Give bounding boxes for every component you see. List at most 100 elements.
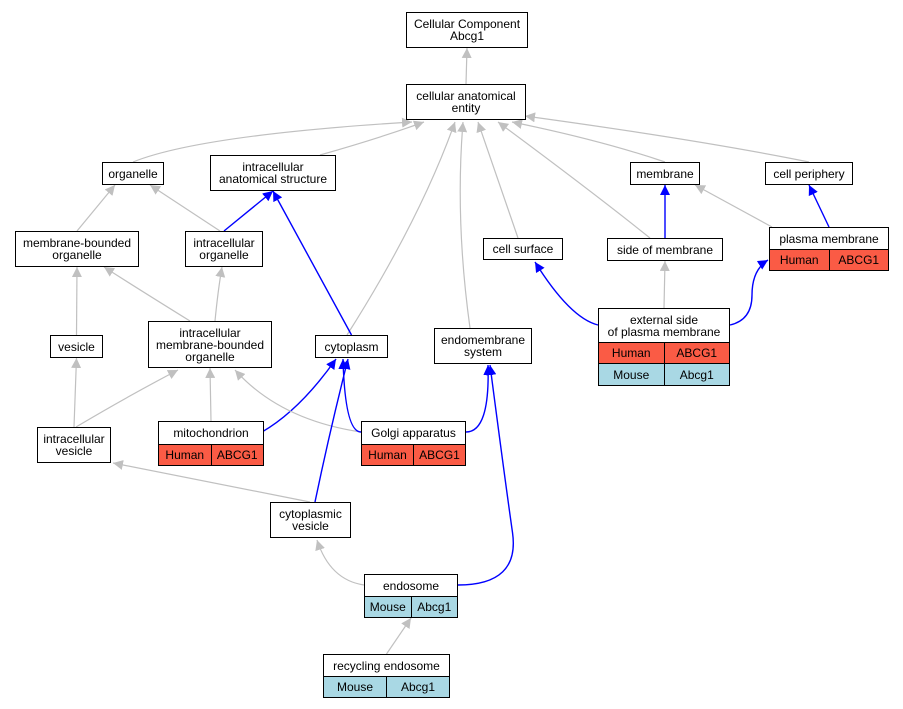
node-label: intracellular membrane-bounded organelle bbox=[148, 321, 272, 368]
node-label: intracellular vesicle bbox=[37, 427, 111, 463]
edge-organelle-to-cae bbox=[132, 117, 413, 163]
gene-cell: ABCG1 bbox=[828, 250, 889, 270]
edge-io-to-ias bbox=[223, 190, 274, 232]
edge-cellsurf-to-cae bbox=[476, 121, 519, 239]
edge-ias-to-cae bbox=[319, 120, 425, 156]
node-label: vesicle bbox=[50, 335, 103, 358]
node-cytoves[interactable]: cytoplasmic vesicle bbox=[270, 502, 351, 538]
node-ias[interactable]: intracellular anatomical structure bbox=[210, 155, 336, 191]
gene-cell: Abcg1 bbox=[386, 677, 449, 697]
species-cell: Mouse bbox=[336, 680, 374, 694]
node-label: external side of plasma membrane bbox=[598, 308, 730, 342]
node-organelle[interactable]: organelle bbox=[102, 162, 164, 185]
node-cellper[interactable]: cell periphery bbox=[765, 162, 853, 185]
species-cell: Mouse bbox=[613, 367, 650, 382]
edge-recyc-to-endosome bbox=[386, 617, 412, 655]
edge-cyto-to-cae bbox=[346, 121, 457, 336]
edge-cytoves-to-iv bbox=[112, 460, 311, 503]
node-mbo[interactable]: membrane-bounded organelle bbox=[15, 231, 139, 267]
species-cell: Mouse bbox=[369, 600, 406, 614]
node-root[interactable]: Cellular Component Abcg1 bbox=[406, 12, 528, 48]
node-label: side of membrane bbox=[607, 238, 723, 261]
edge-golgi-to-cyto bbox=[338, 358, 362, 433]
edge-imbo-to-io bbox=[214, 266, 226, 322]
annotation-row-human: Human ABCG1 bbox=[361, 444, 466, 466]
edge-esopm-to-som bbox=[659, 260, 670, 309]
node-cae[interactable]: cellular anatomical entity bbox=[406, 84, 526, 120]
node-label: Golgi apparatus bbox=[361, 421, 466, 444]
edge-imbo-to-mbo bbox=[103, 266, 191, 322]
edge-pm-to-membrane bbox=[694, 184, 773, 228]
node-label: Cellular Component Abcg1 bbox=[406, 12, 528, 48]
node-label: cytoplasmic vesicle bbox=[270, 502, 351, 538]
node-cellsurf[interactable]: cell surface bbox=[483, 238, 563, 260]
edge-som-to-cae bbox=[497, 121, 651, 239]
edge-cyto-to-ias bbox=[272, 190, 353, 336]
node-label: endosome bbox=[364, 574, 458, 596]
gene-cell: ABCG1 bbox=[663, 343, 730, 363]
edge-pm-to-cellper bbox=[808, 184, 830, 228]
node-io[interactable]: intracellular organelle bbox=[185, 231, 263, 267]
node-vesicle[interactable]: vesicle bbox=[50, 335, 103, 358]
node-label: intracellular organelle bbox=[185, 231, 263, 267]
node-label: plasma membrane bbox=[769, 227, 889, 249]
edge-cellper-to-cae bbox=[524, 112, 810, 163]
node-membrane[interactable]: membrane bbox=[630, 162, 700, 185]
edge-golgi-to-imbo bbox=[234, 369, 362, 433]
node-label: intracellular anatomical structure bbox=[210, 155, 336, 191]
node-label: organelle bbox=[102, 162, 164, 185]
node-label: endomembrane system bbox=[434, 328, 532, 364]
edge-membrane-to-cae bbox=[511, 119, 666, 163]
node-label: recycling endosome bbox=[323, 654, 450, 676]
node-label: cell periphery bbox=[765, 162, 853, 185]
gene-cell: ABCG1 bbox=[413, 445, 465, 465]
edge-mito-to-imbo bbox=[205, 367, 216, 422]
edge-cae-to-root bbox=[461, 47, 472, 85]
annotation-row-human: Human ABCG1 bbox=[598, 342, 730, 364]
species-cell: Human bbox=[368, 448, 407, 462]
edge-iv-to-imbo bbox=[75, 369, 179, 428]
node-label: membrane-bounded organelle bbox=[15, 231, 139, 267]
edge-cytoves-to-cyto bbox=[314, 358, 351, 503]
gene-cell: Abcg1 bbox=[410, 597, 458, 617]
edge-endomem-to-cae bbox=[457, 121, 471, 329]
node-cyto[interactable]: cytoplasm bbox=[315, 335, 388, 358]
annotation-row-mouse: Mouse Abcg1 bbox=[323, 676, 450, 698]
annotation-row-mouse: Mouse Abcg1 bbox=[598, 364, 730, 386]
edge-endosome-to-endomem bbox=[457, 364, 514, 586]
edge-endosome-to-cytoves bbox=[315, 539, 365, 586]
annotation-row-mouse: Mouse Abcg1 bbox=[364, 596, 458, 618]
species-cell: Human bbox=[611, 346, 651, 360]
node-label: cytoplasm bbox=[315, 335, 388, 358]
edge-io-to-organelle bbox=[149, 184, 221, 232]
edge-golgi-to-endomem bbox=[465, 364, 494, 433]
node-imbo[interactable]: intracellular membrane-bounded organelle bbox=[148, 321, 272, 368]
edge-vesicle-to-mbo bbox=[71, 266, 82, 336]
edge-esopm-to-cellsurf bbox=[534, 261, 599, 326]
node-label: cell surface bbox=[483, 238, 563, 260]
node-label: membrane bbox=[630, 162, 700, 185]
edge-mito-to-cyto bbox=[261, 358, 337, 433]
annotation-row-human: Human ABCG1 bbox=[158, 444, 264, 466]
node-endomem[interactable]: endomembrane system bbox=[434, 328, 532, 364]
node-som[interactable]: side of membrane bbox=[607, 238, 723, 261]
edge-iv-to-vesicle bbox=[71, 357, 82, 428]
edge-mbo-to-organelle bbox=[76, 184, 116, 232]
edge-esopm-to-pm bbox=[729, 259, 769, 326]
species-cell: Human bbox=[165, 448, 205, 462]
gene-cell: ABCG1 bbox=[210, 445, 264, 465]
species-cell: Human bbox=[779, 253, 819, 267]
annotation-row-human: Human ABCG1 bbox=[769, 249, 889, 271]
node-label: mitochondrion bbox=[158, 421, 264, 444]
node-label: cellular anatomical entity bbox=[406, 84, 526, 120]
node-iv[interactable]: intracellular vesicle bbox=[37, 427, 111, 463]
gene-cell: Abcg1 bbox=[663, 364, 730, 385]
